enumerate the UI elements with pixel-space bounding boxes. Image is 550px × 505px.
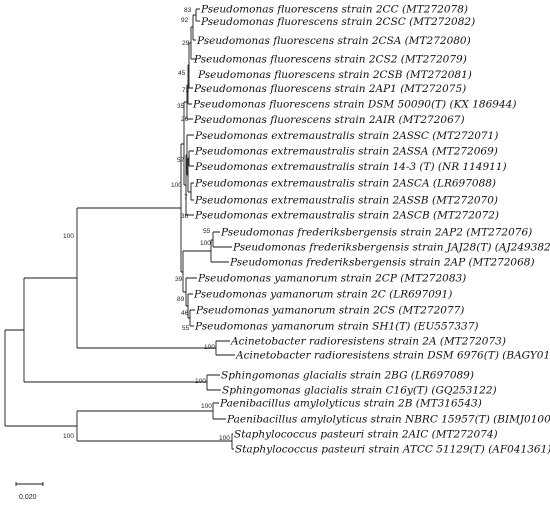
leaf-label: Pseudomonas extremaustralis strain 2ASCB… [194, 210, 499, 222]
bootstrap-value: 100 [204, 344, 215, 351]
leaf-label: Pseudomonas frederiksbergensis strain 2A… [229, 257, 535, 269]
bootstrap-value: 100 [200, 240, 211, 247]
branch-gram-neg [23, 277, 207, 383]
branch-2ap1 [188, 42, 193, 89]
leaf-label: Sphingomonas glacialis strain C16y(T) (G… [222, 385, 497, 397]
bootstrap-value: 83 [184, 7, 192, 14]
bootstrap-value: 36 [181, 213, 189, 220]
tree-branches [4, 8, 235, 450]
bootstrap-value: 55 [182, 325, 190, 332]
leaf-label: Pseudomonas extremaustralis strain 2ASSC… [194, 130, 498, 142]
branch-2csa [192, 14, 196, 41]
leaf-label: Pseudomonas fluorescens strain DSM 50090… [192, 99, 516, 111]
scale-bar-label: 0.020 [19, 494, 37, 501]
bootstrap-value: 57 [177, 157, 185, 164]
scale-bar: 0.020 [15, 482, 44, 501]
leaf-label: Pseudomonas fluorescens strain 2CS2 (MT2… [193, 54, 467, 66]
leaf-label: Pseudomonas frederiksbergensis strain 2A… [220, 227, 532, 239]
bootstrap-values: 83 92 29 45 72 35 26 57 7 100 36 55 100 … [63, 7, 230, 442]
branch-fluor-ext [183, 101, 187, 186]
branch-dsm [187, 64, 192, 105]
leaf-label: Sphingomonas glacialis strain 2BG (LR697… [221, 370, 474, 382]
leaf-labels: Pseudomonas fluorescens strain 2CC (MT27… [192, 4, 550, 456]
branch-staphylococcus [231, 433, 234, 450]
bootstrap-value: 100 [201, 403, 212, 410]
bootstrap-value: 55 [203, 228, 211, 235]
leaf-label: Pseudomonas extremaustralis strain 2ASCA… [194, 178, 496, 190]
branch-2c [187, 293, 193, 319]
branch-14-3 [188, 150, 194, 167]
bootstrap-value: 46 [181, 310, 189, 317]
leaf-label: Pseudomonas fluorescens strain 2AIR (MT2… [193, 114, 465, 126]
leaf-label: Pseudomonas frederiksbergensis strain JA… [232, 242, 550, 254]
branch-root [4, 329, 77, 427]
bootstrap-value: 89 [177, 296, 185, 303]
leaf-label: Pseudomonas extremaustralis strain 2ASSB… [194, 195, 498, 207]
leaf-label: Paenibacillus amylolyticus strain 2B (MT… [219, 398, 482, 410]
leaf-label: Pseudomonas extremaustralis strain 14-3 … [194, 161, 507, 173]
leaf-label: Staphylococcus pasteuri strain 2AIC (MT2… [234, 429, 498, 441]
bootstrap-value: 39 [175, 276, 183, 283]
bootstrap-value: 7 [184, 194, 188, 201]
leaf-label: Staphylococcus pasteuri strain ATCC 5112… [235, 444, 550, 456]
bootstrap-value: 100 [171, 182, 182, 189]
leaf-label: Pseudomonas fluorescens strain 2CSB (MT2… [197, 69, 472, 81]
leaf-label: Pseudomonas fluorescens strain 2CSA (MT2… [196, 35, 471, 47]
branch-fred-yam [182, 250, 211, 293]
bootstrap-value: 100 [63, 233, 74, 240]
leaf-label: Pseudomonas fluorescens strain 2AP1 (MT2… [193, 83, 466, 95]
bootstrap-value: 26 [181, 116, 189, 123]
leaf-label: Acinetobacter radioresistens strain 2A (… [230, 336, 506, 348]
bootstrap-value: 100 [63, 433, 74, 440]
leaf-label: Pseudomonas fluorescens strain 2CSC (MT2… [200, 16, 475, 28]
leaf-label: Pseudomonas yamanorum strain 2CP (MT2720… [197, 273, 466, 285]
branch-2ap2-jaj28 [212, 231, 232, 248]
branch-gram-pos [76, 410, 232, 442]
branch-2asca-2assb [190, 182, 194, 201]
leaf-label: Pseudomonas yamanorum strain 2CS (MT2720… [195, 305, 464, 317]
leaf-label: Acinetobacter radioresistens strain DSM … [235, 350, 550, 362]
scale-bar-line [15, 482, 44, 486]
leaf-label: Pseudomonas extremaustralis strain 2ASSA… [194, 146, 498, 158]
bootstrap-value: 100 [195, 378, 206, 385]
bootstrap-value: 29 [182, 40, 190, 47]
bootstrap-value: 72 [182, 87, 190, 94]
bootstrap-value: 45 [178, 70, 186, 77]
leaf-label: Paenibacillus amylolyticus strain NBRC 1… [226, 414, 550, 426]
branch-sphingomonas [206, 374, 221, 391]
bootstrap-value: 92 [181, 17, 189, 24]
bootstrap-value: 100 [219, 435, 230, 442]
leaf-label: Pseudomonas fluorescens strain 2CC (MT27… [200, 4, 468, 16]
branch-2cc [195, 8, 200, 21]
branch-2ap [210, 239, 229, 263]
leaf-label: Pseudomonas yamanorum strain SH1(T) (EU5… [194, 321, 479, 333]
bootstrap-value: 35 [177, 103, 185, 110]
leaf-label: Pseudomonas yamanorum strain 2C (LR69709… [193, 289, 452, 301]
